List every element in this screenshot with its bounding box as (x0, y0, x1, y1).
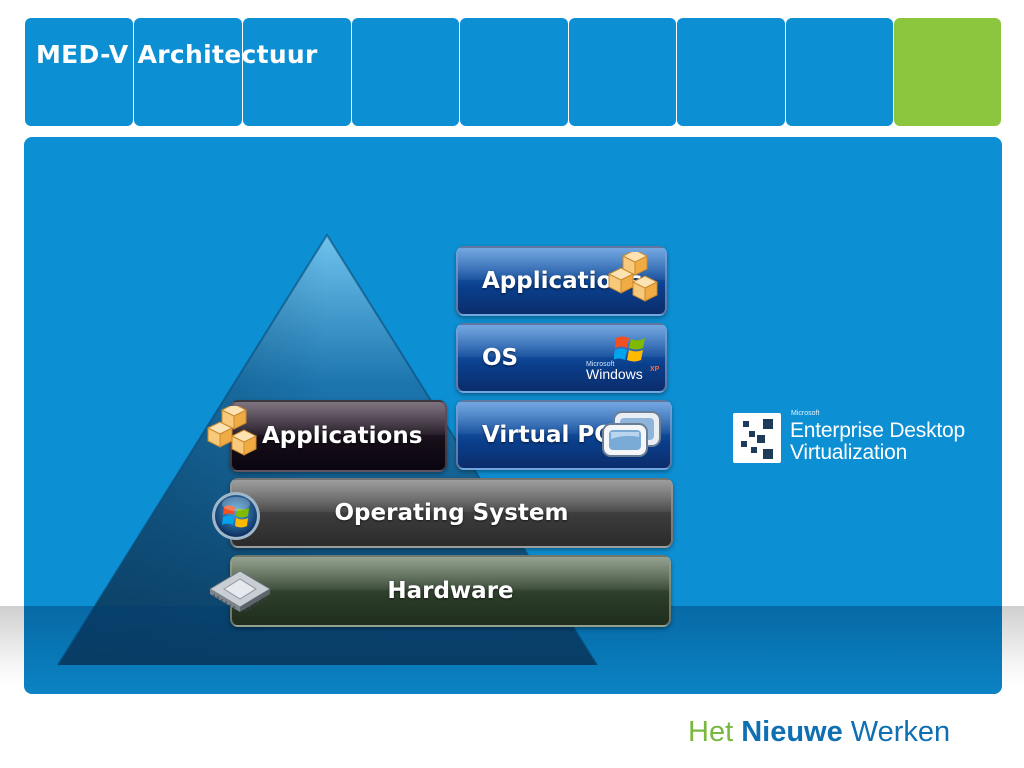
virtual-pc-block: Virtual PC (456, 400, 672, 470)
virtual-pc-icon (602, 411, 661, 457)
page-title: MED-V Architectuur (36, 40, 318, 69)
footer-word-werken: Werken (850, 716, 951, 748)
windows-microsoft-label: Microsoft (586, 361, 615, 368)
windows-xp-logo: Microsoft Windows XP (584, 334, 664, 384)
header-tile (460, 18, 568, 126)
windows-flag-icon (614, 336, 645, 362)
virtual-pc-label: Virtual PC (482, 422, 612, 448)
medv-line-1: Enterprise Desktop (790, 419, 965, 442)
virtual-os-label: OS (482, 345, 519, 371)
cubes-icon (607, 252, 659, 302)
footer-word-nieuwe: Nieuwe (741, 716, 843, 748)
footer-word-het: Het (688, 716, 734, 748)
header-tile (25, 18, 133, 126)
header-tile (786, 18, 893, 126)
medv-line-2: Virtualization (790, 441, 908, 464)
hardware-block: Hardware (230, 555, 671, 627)
host-applications-block: Applications (230, 400, 447, 472)
medv-logo-mark (733, 413, 781, 463)
footer-tagline: Het Nieuwe Werken (688, 716, 950, 749)
windows-orb-icon (212, 492, 260, 540)
header-tile (352, 18, 459, 126)
operating-system-label: Operating System (334, 500, 569, 526)
windows-label: Windows (586, 366, 643, 382)
chip-icon (209, 570, 271, 612)
medv-microsoft-label: Microsoft (791, 410, 820, 417)
operating-system-block: Operating System (230, 478, 673, 548)
header-bar: MED-V Architectuur (0, 0, 1024, 130)
header-tile-accent (894, 18, 1001, 126)
header-tile (243, 18, 351, 126)
hardware-label: Hardware (387, 578, 514, 604)
cubes-icon (206, 406, 258, 456)
windows-xp-sup: XP (650, 366, 660, 373)
header-tile (569, 18, 676, 126)
header-tile (134, 18, 242, 126)
header-tile (677, 18, 785, 126)
host-applications-label: Applications (262, 423, 423, 449)
